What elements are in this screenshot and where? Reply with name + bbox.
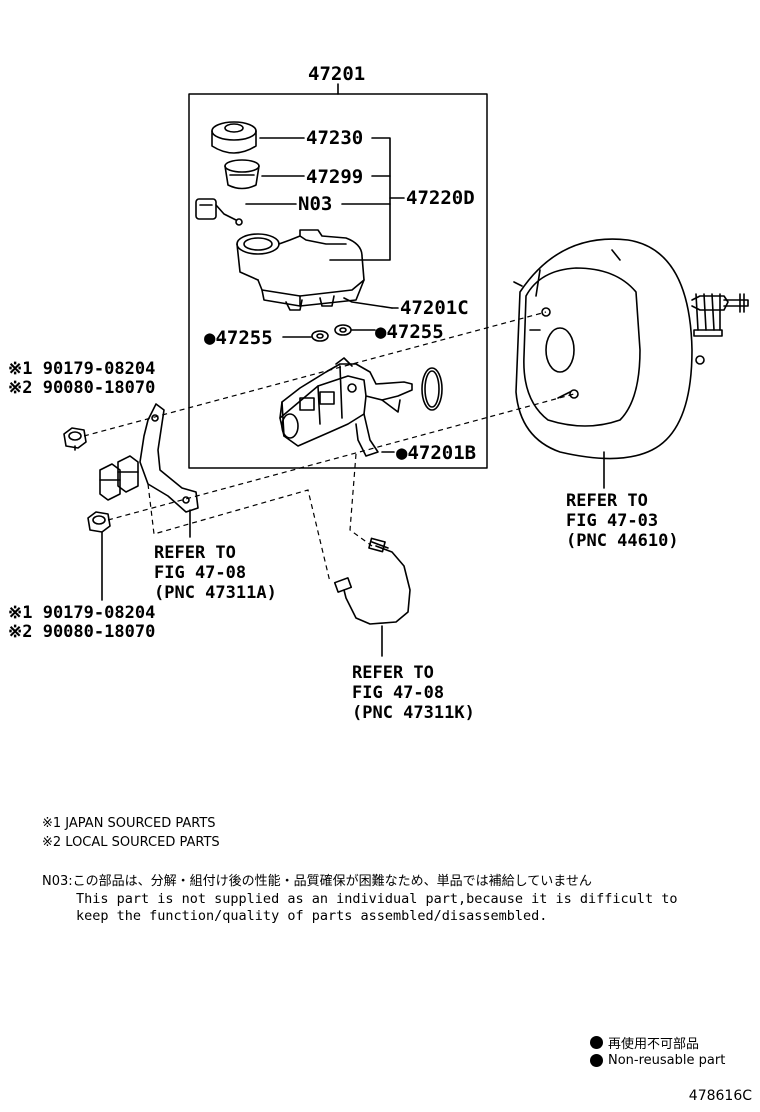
label-nut-top-1: ※1 90179-08204 xyxy=(8,359,155,379)
label-nut-bot-2: ※2 90080-18070 xyxy=(8,622,155,642)
strainer-part xyxy=(224,159,260,190)
label-47220d: 47220D xyxy=(406,187,475,209)
brake-tube xyxy=(333,537,411,625)
label-47299: 47299 xyxy=(306,166,363,188)
label-nut-top-2: ※2 90080-18070 xyxy=(8,378,155,398)
ref-tube-line3: (PNC 47311K) xyxy=(352,703,475,723)
label-47201b: ●47201B xyxy=(396,442,476,464)
legend-jp: 再使用不可部品 xyxy=(590,1033,699,1052)
bushing-set xyxy=(99,455,139,501)
note-local-sourced: ※2 LOCAL SOURCED PARTS xyxy=(42,835,220,850)
master-cylinder-part xyxy=(279,357,413,457)
ref-bracket-line1: REFER TO xyxy=(154,543,236,563)
legend-en: Non-reusable part xyxy=(590,1053,725,1068)
ref-bracket-line2: FIG 47-08 xyxy=(154,563,246,583)
label-nut-bot-1: ※1 90179-08204 xyxy=(8,603,155,623)
label-47255-left: ●47255 xyxy=(204,327,273,349)
legend-en-label: Non-reusable part xyxy=(608,1053,726,1068)
note-n03-japanese: N03:この部品は、分解・組付け後の性能・品質確保が困難なため、単品では補給して… xyxy=(42,874,592,889)
figure-code: 478616C xyxy=(688,1088,752,1104)
grommet-left xyxy=(311,330,329,342)
bracket-plate xyxy=(139,403,199,513)
ref-booster-line2: FIG 47-03 xyxy=(566,511,658,531)
ref-booster-line1: REFER TO xyxy=(566,491,648,511)
nut-top xyxy=(63,427,87,449)
note-n03-english-2: keep the function/quality of parts assem… xyxy=(76,908,548,924)
level-sensor-part xyxy=(195,198,243,226)
grommet-right xyxy=(334,324,352,336)
assembly-frame xyxy=(188,93,488,469)
label-assembly: 47201 xyxy=(308,63,365,85)
ref-booster-line3: (PNC 44610) xyxy=(566,531,679,551)
label-47230: 47230 xyxy=(306,127,363,149)
bullet-icon xyxy=(590,1036,603,1049)
bullet-icon xyxy=(590,1054,603,1067)
ref-tube-line2: FIG 47-08 xyxy=(352,683,444,703)
o-ring xyxy=(421,367,443,411)
label-47201c: 47201C xyxy=(400,297,469,319)
note-japan-sourced: ※1 JAPAN SOURCED PARTS xyxy=(42,816,216,831)
reservoir-cap-part xyxy=(211,121,257,154)
legend-jp-label: 再使用不可部品 xyxy=(608,1037,700,1052)
ref-tube-line1: REFER TO xyxy=(352,663,434,683)
label-n03: N03 xyxy=(298,193,332,215)
ref-bracket-line3: (PNC 47311A) xyxy=(154,583,277,603)
note-n03-english-1: This part is not supplied as an individu… xyxy=(76,891,678,907)
label-47255-right: ●47255 xyxy=(375,321,444,343)
brake-booster-part xyxy=(513,238,749,460)
nut-bottom xyxy=(87,511,111,533)
reservoir-part xyxy=(236,229,365,311)
part-labels: 47201 47230 47299 N03 47220D 47201C ●472… xyxy=(8,63,679,723)
